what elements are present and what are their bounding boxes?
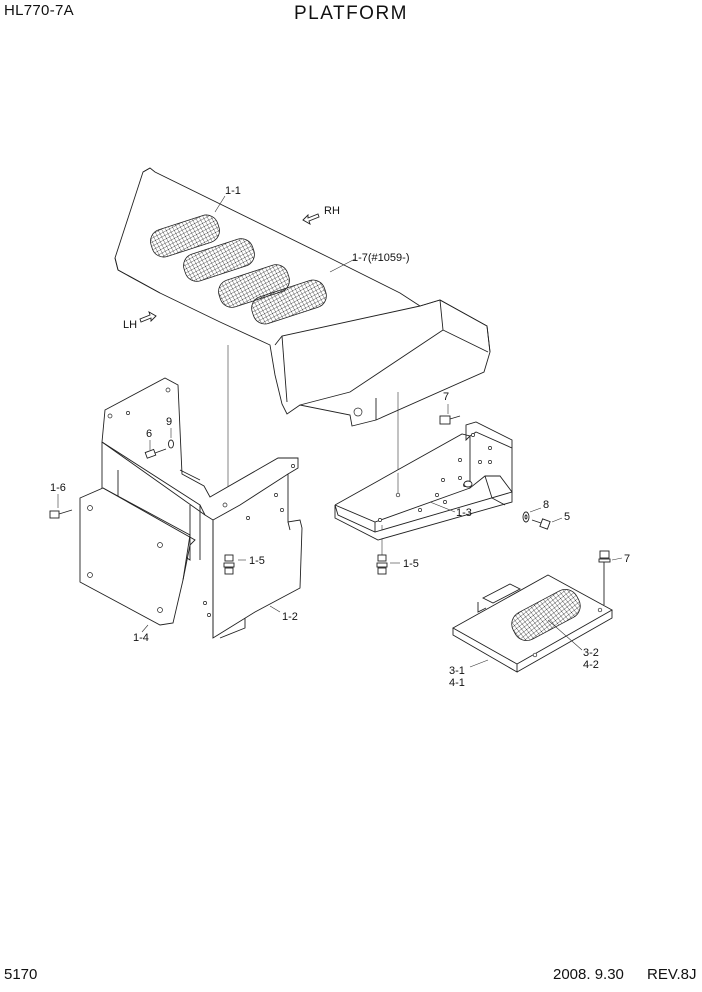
callout-5: 5	[564, 511, 570, 523]
revision-code: REV.8J	[647, 966, 697, 983]
bolt-7-right	[598, 550, 611, 605]
rh-label: RH	[324, 205, 340, 217]
callout-6: 6	[146, 428, 152, 440]
page-title: PLATFORM	[293, 3, 409, 24]
callout-1-6: 1-6	[50, 482, 66, 494]
callout-1-3: 1-3	[456, 507, 472, 519]
bolt-1-6	[49, 509, 73, 519]
page-number: 5170	[4, 966, 38, 983]
bolt-6	[144, 448, 167, 459]
callout-1-1: 1-1	[225, 185, 241, 197]
bolt-7-top	[439, 415, 461, 425]
revision-date: 2008. 9.30	[553, 966, 624, 983]
callout-9: 9	[166, 416, 172, 428]
grille-panel	[183, 238, 255, 282]
callout-4-2: 4-2	[583, 659, 599, 671]
callout-1-5-right: 1-5	[403, 558, 419, 570]
callout-8: 8	[543, 499, 549, 511]
cover-plate	[79, 487, 196, 626]
callout-1-5-left: 1-5	[249, 555, 265, 567]
step-grille	[511, 589, 581, 641]
platform-cover	[114, 167, 491, 427]
grille-panel	[150, 214, 220, 258]
model-name: HL770-7A	[4, 2, 74, 19]
washer-8	[522, 511, 530, 523]
grille-panel	[251, 279, 327, 325]
callout-7-right: 7	[624, 553, 630, 565]
lh-label: LH	[123, 319, 137, 331]
lh-arrow-icon	[139, 311, 157, 323]
callout-1-2: 1-2	[282, 611, 298, 623]
callout-1-7: 1-7(#1059-)	[352, 252, 409, 264]
step-plate	[452, 574, 613, 673]
callout-7-top: 7	[443, 391, 449, 403]
right-bracket	[334, 421, 513, 541]
bolt-1-5-right	[376, 554, 388, 575]
callout-3-1: 3-1	[449, 665, 465, 677]
left-bracket	[101, 377, 303, 639]
bolt-1-5-left	[223, 554, 235, 575]
bolt-5	[531, 518, 551, 530]
rh-arrow-icon	[302, 213, 320, 225]
callout-4-1: 4-1	[449, 677, 465, 689]
callout-1-4: 1-4	[133, 632, 149, 644]
washer-9	[168, 439, 174, 449]
callout-3-2: 3-2	[583, 647, 599, 659]
